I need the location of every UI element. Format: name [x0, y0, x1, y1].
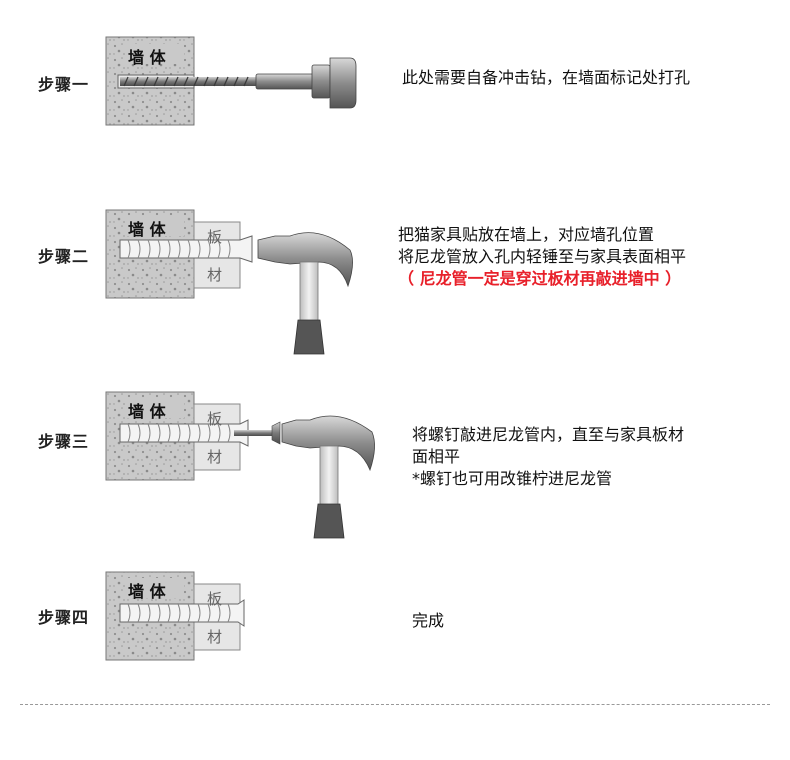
wall-text: 墙 体 — [128, 582, 166, 601]
desc-line: *螺钉也可用改锥柠进尼龙管 — [412, 469, 613, 488]
board-text-top: 板 — [207, 228, 223, 246]
step-label-4: 步骤四 — [38, 608, 90, 627]
nylon-anchor — [119, 599, 245, 627]
hammer — [257, 232, 353, 355]
hammer — [281, 415, 375, 539]
desc-line: 把猫家具贴放在墙上，对应墙孔位置 — [398, 225, 655, 244]
drill-body — [329, 57, 357, 109]
nylon-anchor — [119, 419, 249, 447]
desc-line: 将尼龙管放入孔内轻锤至与家具表面相平 — [398, 247, 687, 266]
desc-line: 面相平 — [412, 447, 461, 466]
warning-note: （ 尼龙管一定是穿过板材再敲进墙中 ） — [398, 269, 682, 288]
wall-text: 墙 体 — [128, 48, 166, 67]
wall-text: 墙 体 — [128, 402, 166, 421]
step3-figure — [105, 391, 375, 539]
dashed-divider — [20, 704, 770, 705]
board-text-top: 板 — [207, 410, 223, 428]
step1-description: 此处需要自备冲击钻，在墙面标记处打孔 — [402, 67, 690, 89]
step4-figure — [105, 571, 245, 661]
step3-description: 将螺钉敲进尼龙管内，直至与家具板材 面相平 *螺钉也可用改锥柠进尼龙管 — [412, 424, 684, 490]
wall-text: 墙 体 — [128, 220, 166, 239]
board-text-bottom: 材 — [207, 448, 223, 466]
drill-shank — [255, 73, 315, 90]
screw — [234, 430, 274, 436]
step-label-3: 步骤三 — [38, 432, 90, 451]
board-text-top: 板 — [207, 590, 223, 608]
desc-line: 完成 — [412, 611, 445, 630]
step2-description: 把猫家具贴放在墙上，对应墙孔位置 将尼龙管放入孔内轻锤至与家具表面相平 （ 尼龙… — [398, 224, 686, 290]
board-text-bottom: 材 — [207, 266, 223, 284]
step-label-1: 步骤一 — [38, 75, 90, 94]
step-label-2: 步骤二 — [38, 247, 90, 266]
step4-description: 完成 — [412, 610, 444, 632]
board-text-bottom: 材 — [207, 628, 223, 646]
desc-line: 将螺钉敲进尼龙管内，直至与家具板材 — [412, 425, 685, 444]
drill-bit — [120, 77, 300, 86]
desc-line: 此处需要自备冲击钻，在墙面标记处打孔 — [402, 68, 691, 87]
step1-figure — [105, 36, 357, 126]
step2-figure — [105, 209, 353, 355]
